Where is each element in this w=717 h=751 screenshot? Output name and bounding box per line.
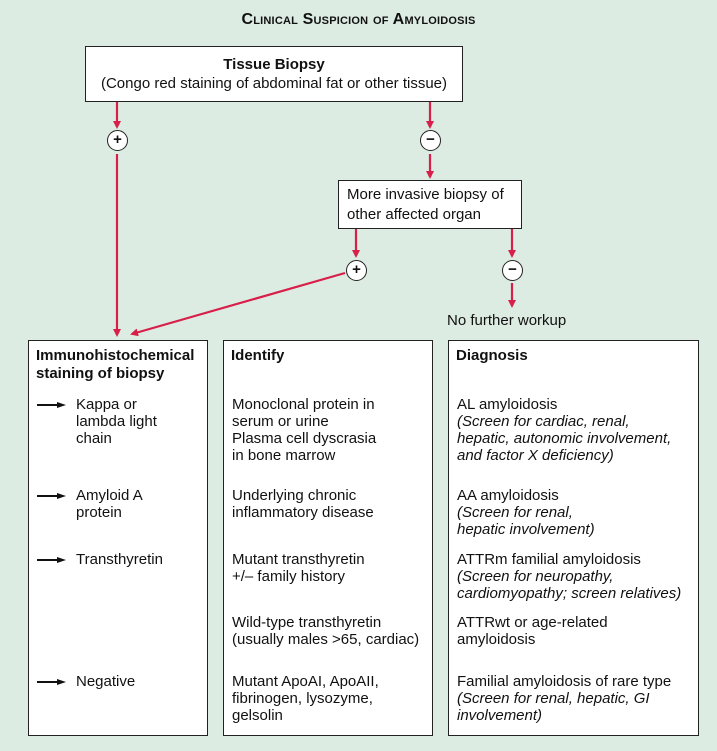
identify-cell: Mutant transthyretin +/– family history bbox=[232, 551, 365, 585]
identify-text: fibrinogen, lysozyme, bbox=[232, 690, 373, 707]
invasive-biopsy-line2: other affected organ bbox=[347, 206, 481, 223]
positive-sign: + bbox=[107, 130, 128, 151]
identify-text: serum or urine bbox=[232, 413, 329, 430]
diagnosis-cell: ATTRwt or age-related amyloidosis bbox=[457, 614, 608, 648]
staining-text: Transthyretin bbox=[76, 551, 163, 568]
identify-cell: Underlying chronic inflammatory disease bbox=[232, 487, 374, 521]
staining-column: Immunohistochemical staining of biopsy K… bbox=[28, 340, 208, 736]
diagnosis-cell: Familial amyloidosis of rare type (Scree… bbox=[457, 673, 671, 724]
identify-text: gelsolin bbox=[232, 707, 283, 724]
negative-sign: − bbox=[420, 130, 441, 151]
identify-text: Wild-type transthyretin bbox=[232, 614, 382, 631]
staining-header-line2: staining of biopsy bbox=[36, 365, 165, 382]
diagnosis-note: and factor X deficiency) bbox=[457, 447, 614, 464]
staining-text: lambda light bbox=[76, 413, 157, 430]
identify-cell: Mutant ApoAI, ApoAII, fibrinogen, lysozy… bbox=[232, 673, 379, 724]
invasive-biopsy-box: More invasive biopsy of other affected o… bbox=[338, 180, 522, 229]
diagnosis-note: (Screen for neuropathy, bbox=[457, 568, 614, 585]
diagnosis-note: (Screen for cardiac, renal, bbox=[457, 413, 630, 430]
diagnosis-note: hepatic involvement) bbox=[457, 521, 595, 538]
positive-sign-invasive: + bbox=[346, 260, 367, 281]
right-arrow-icon bbox=[37, 402, 66, 408]
identify-text: Underlying chronic bbox=[232, 487, 357, 504]
tissue-biopsy-subtitle: (Congo red staining of abdominal fat or … bbox=[100, 75, 448, 92]
identify-text: Mutant ApoAI, ApoAII, bbox=[232, 673, 379, 690]
identify-text: inflammatory disease bbox=[232, 504, 374, 521]
diagnosis-cell: AA amyloidosis (Screen for renal, hepati… bbox=[457, 487, 595, 538]
right-arrow-icon bbox=[37, 679, 66, 685]
diagnosis-cell: AL amyloidosis (Screen for cardiac, rena… bbox=[457, 396, 671, 464]
identify-text: +/– family history bbox=[232, 568, 345, 585]
staining-text: Kappa or bbox=[76, 396, 137, 413]
diagnosis-note: cardiomyopathy; screen relatives) bbox=[457, 585, 682, 602]
diagnosis-header: Diagnosis bbox=[456, 347, 528, 364]
staining-text: protein bbox=[76, 504, 122, 521]
negative-sign-invasive: − bbox=[502, 260, 523, 281]
identify-text: Monoclonal protein in bbox=[232, 396, 375, 413]
diagnosis-note: involvement) bbox=[457, 707, 543, 724]
diagnosis-text: amyloidosis bbox=[457, 631, 536, 648]
identify-cell: Wild-type transthyretin (usually males >… bbox=[232, 614, 419, 648]
staining-header-line1: Immunohistochemical bbox=[36, 347, 195, 364]
tissue-biopsy-title: Tissue Biopsy bbox=[223, 56, 325, 73]
identify-text: Plasma cell dyscrasia bbox=[232, 430, 377, 447]
chart-title: Clinical Suspicion of Amyloidosis bbox=[241, 11, 476, 28]
identify-header: Identify bbox=[231, 347, 285, 364]
diagnosis-text: Familial amyloidosis of rare type bbox=[457, 673, 672, 690]
diagnosis-text: AL amyloidosis bbox=[457, 396, 558, 413]
invasive-biopsy-line1: More invasive biopsy of bbox=[347, 186, 504, 203]
identify-column: Identify Monoclonal protein in serum or … bbox=[223, 340, 433, 736]
diagnosis-note: (Screen for renal, bbox=[457, 504, 573, 521]
diagnosis-column: Diagnosis AL amyloidosis (Screen for car… bbox=[448, 340, 699, 736]
staining-text: Amyloid A bbox=[76, 487, 143, 504]
identify-text: (usually males >65, cardiac) bbox=[232, 631, 420, 648]
diagnosis-text: ATTRm familial amyloidosis bbox=[457, 551, 641, 568]
arrow-positive2-to-staining bbox=[130, 271, 346, 337]
diagnosis-text: AA amyloidosis bbox=[457, 487, 559, 504]
identify-cell: Monoclonal protein in serum or urine Pla… bbox=[232, 396, 376, 464]
right-arrow-icon bbox=[37, 557, 66, 563]
staining-text: Negative bbox=[76, 673, 136, 690]
right-arrow-icon bbox=[37, 493, 66, 499]
diagnosis-note: (Screen for renal, hepatic, GI bbox=[457, 690, 650, 707]
diagnosis-note: hepatic, autonomic involvement, bbox=[457, 430, 672, 447]
tissue-biopsy-box: Tissue Biopsy (Congo red staining of abd… bbox=[85, 46, 463, 102]
diagnosis-cell: ATTRm familial amyloidosis (Screen for n… bbox=[457, 551, 681, 602]
staining-header: Immunohistochemical staining of biopsy bbox=[36, 347, 194, 383]
identify-text: Mutant transthyretin bbox=[232, 551, 365, 568]
staining-text: chain bbox=[76, 430, 112, 447]
identify-text: in bone marrow bbox=[232, 447, 336, 464]
diagnosis-text: ATTRwt or age-related bbox=[457, 614, 608, 631]
no-further-workup: No further workup bbox=[447, 312, 567, 329]
